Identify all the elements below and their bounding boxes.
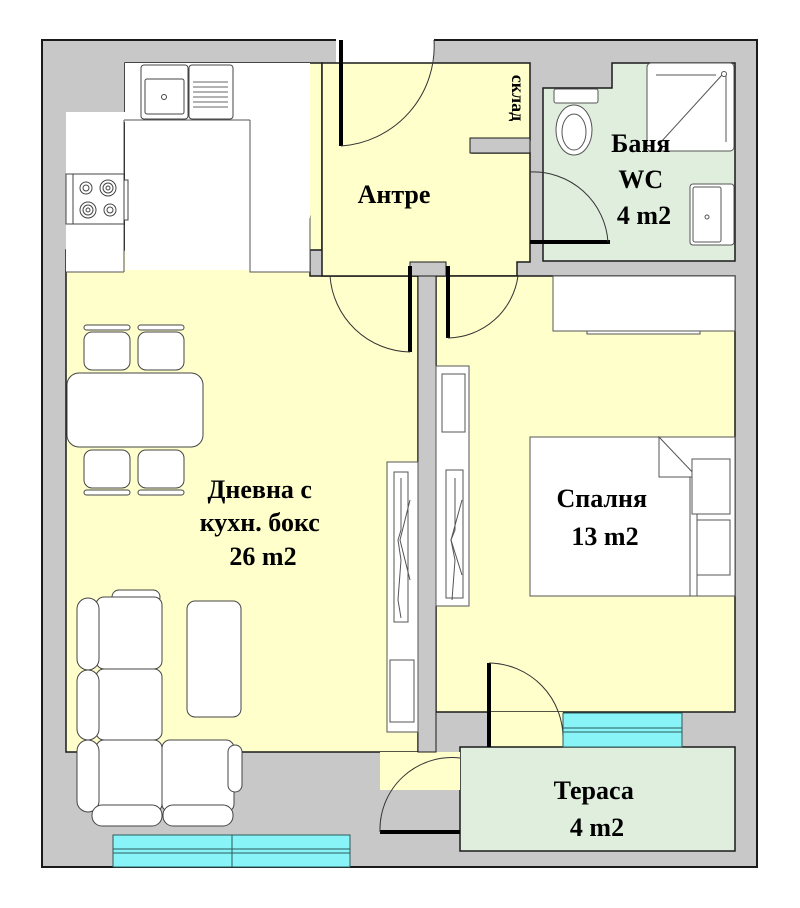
kitchen-counter-right [249,215,311,273]
label-storage: склад [508,75,528,122]
bedroom-door-icon[interactable] [446,266,519,339]
bed-icon [529,435,736,597]
divider-wall [417,261,437,753]
kitchen-counter-right-col [250,63,310,218]
storage-wall [469,137,531,154]
label-terrace: Тераса 4 m2 [554,776,641,842]
terrace-door-bedroom-icon[interactable] [487,662,564,747]
dining-set [66,324,204,496]
sink-icon [140,64,234,120]
toilet-icon [553,88,599,156]
living-terrace-passage[interactable] [380,752,460,790]
bedroom-window [562,712,683,748]
terrace-door-living-icon[interactable] [379,757,461,834]
label-hall: Антре [358,180,431,209]
label-living: Дневна с кухн. бокс 26 m2 [200,475,327,571]
bedroom-desk-edge [586,330,701,335]
bedroom-wardrobe [435,365,470,607]
corner-sofa [76,589,243,827]
bath-sink-icon [689,183,735,246]
living-window [112,834,351,868]
label-bathroom: Баня WC 4 m2 [611,129,677,230]
entrance-door-icon[interactable] [339,39,435,147]
terrace-door-passage[interactable] [488,712,563,748]
stove-icon [65,173,129,225]
entrance-opening[interactable] [336,38,434,64]
bedroom-desk [552,275,736,332]
label-bedroom: Спалня 13 m2 [556,484,653,551]
shower-icon [646,62,735,152]
divider-wall-cap [409,261,447,277]
living-wardrobe [386,461,419,733]
room-hall-floor[interactable] [321,62,531,277]
room-terrace-floor[interactable] [459,746,736,852]
bathroom-door-icon[interactable] [529,171,610,244]
living-door-icon[interactable] [329,266,412,353]
